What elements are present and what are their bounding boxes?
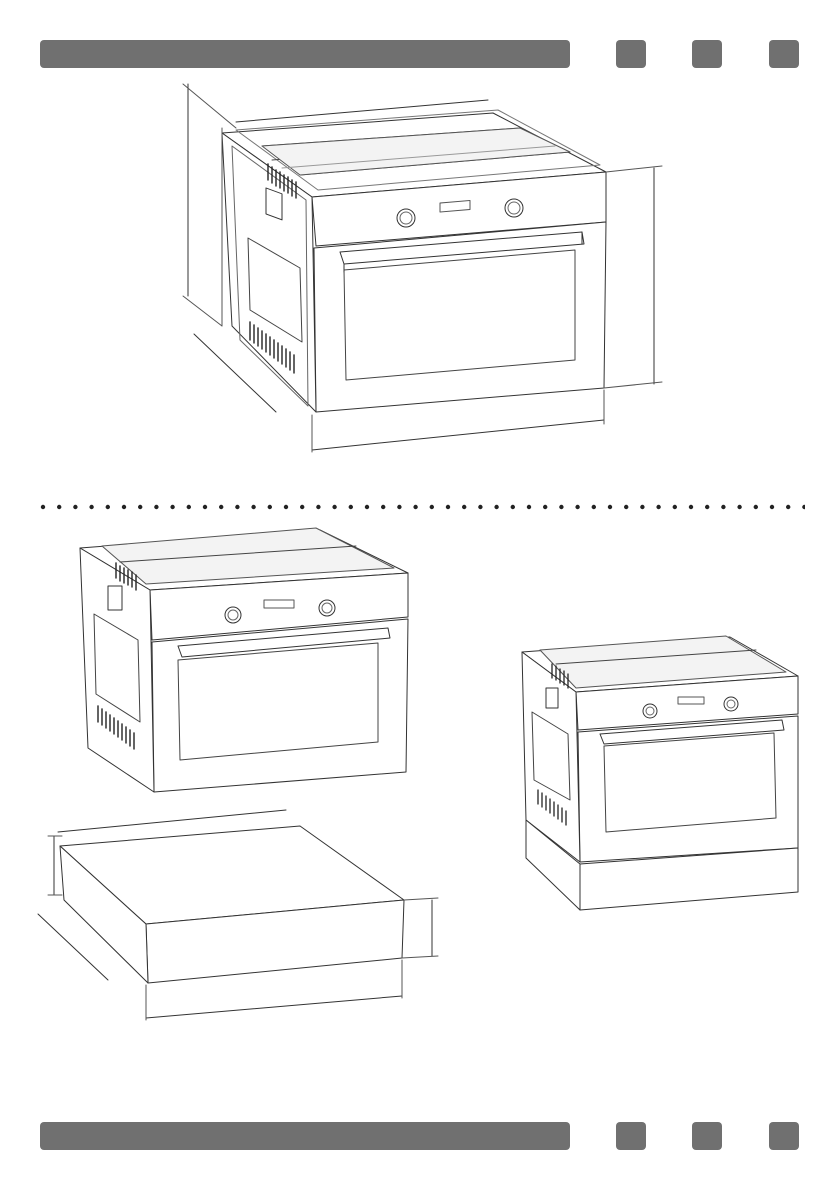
separator-dot [349, 505, 353, 509]
separator-dot [89, 505, 93, 509]
separator-dot [235, 505, 239, 509]
separator-dot [413, 505, 417, 509]
separator-dot [689, 505, 693, 509]
separator-dot [786, 505, 790, 509]
separator-dot [608, 505, 612, 509]
separator-dot [154, 505, 158, 509]
separator-dot [251, 505, 255, 509]
separator-dot [721, 505, 725, 509]
separator-dot [446, 505, 450, 509]
separator-dot [624, 505, 628, 509]
oven-dimension-diagram [183, 84, 662, 452]
separator-dot [300, 505, 304, 509]
separator-dot [705, 505, 709, 509]
separator-dot [73, 505, 77, 509]
separator-dot [575, 505, 579, 509]
separator-dot [397, 505, 401, 509]
separator-dot [462, 505, 466, 509]
separator-dot [268, 505, 272, 509]
footer-square-3 [769, 1122, 799, 1150]
separator-dot [122, 505, 126, 509]
dotted-separator [40, 503, 805, 511]
oven-with-drawer-assembled [522, 636, 798, 910]
separator-dot [106, 505, 110, 509]
drawer-dimension-diagram [38, 810, 438, 1020]
separator-dot [381, 505, 385, 509]
separator-dot [770, 505, 774, 509]
separator-dot [138, 505, 142, 509]
separator-dot [332, 505, 336, 509]
separator-dot [543, 505, 547, 509]
footer-square-2 [692, 1122, 722, 1150]
separator-dot [592, 505, 596, 509]
separator-dot [430, 505, 434, 509]
separator-dot [41, 505, 45, 509]
separator-dot [640, 505, 644, 509]
separator-dot [737, 505, 741, 509]
separator-dot [316, 505, 320, 509]
oven-unit [80, 528, 408, 792]
separator-dot [478, 505, 482, 509]
separator-dot [365, 505, 369, 509]
separator-dot [656, 505, 660, 509]
footer-bar [40, 1122, 570, 1150]
separator-dot [57, 505, 61, 509]
separator-dot [673, 505, 677, 509]
separator-dot [219, 505, 223, 509]
separator-dot [527, 505, 531, 509]
separator-dot [494, 505, 498, 509]
separator-dot [187, 505, 191, 509]
separator-dot [511, 505, 515, 509]
separator-dot [754, 505, 758, 509]
separator-dot [170, 505, 174, 509]
separator-dot [284, 505, 288, 509]
separator-dot [559, 505, 563, 509]
footer-square-1 [616, 1122, 646, 1150]
separator-dot [203, 505, 207, 509]
separator-dot [802, 505, 805, 509]
